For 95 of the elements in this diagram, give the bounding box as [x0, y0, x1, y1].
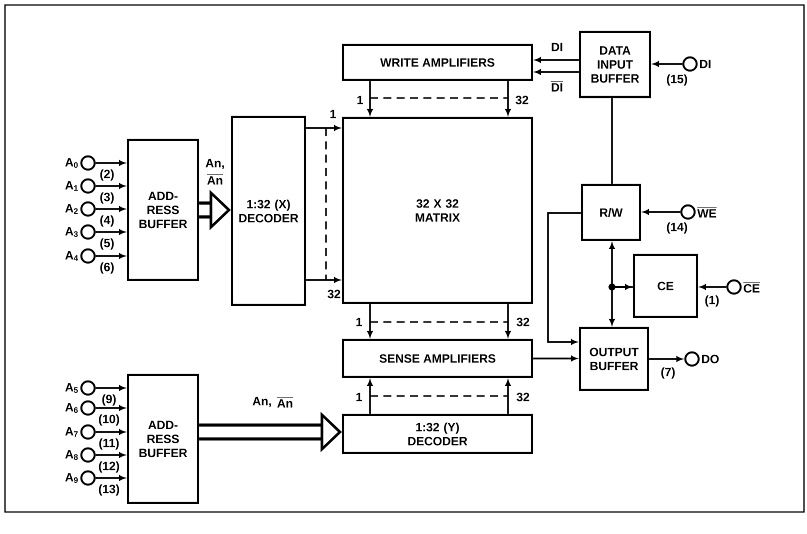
- node-label: A$_{0}$: [65, 158, 78, 168]
- pin-terminal: DI: [682, 56, 710, 72]
- pin-number: (14): [666, 222, 688, 234]
- node-label: A$_{4}$: [65, 251, 78, 261]
- pin-terminal: WE: [680, 204, 717, 220]
- control-box: CE: [632, 254, 698, 318]
- arrow: [96, 475, 125, 481]
- pin-terminal: A$_{2}$: [65, 201, 96, 217]
- edge-label: 1: [328, 108, 338, 120]
- arrow: [96, 206, 125, 212]
- arrow: [609, 286, 633, 325]
- pin-number: (11): [99, 438, 119, 450]
- control-box: R/W: [580, 184, 642, 242]
- buffer-box: DATA INPUT BUFFER: [578, 30, 652, 98]
- edge-label: An,: [251, 396, 273, 408]
- node-label: A$_{5}$: [65, 383, 78, 393]
- node-label: A$_{7}$: [65, 427, 78, 437]
- pin-number: (10): [98, 414, 120, 426]
- buffer-box: ADD- RESS BUFFER: [126, 138, 200, 282]
- pin-terminal: A$_{3}$: [65, 224, 96, 240]
- edge-label: An,: [204, 158, 226, 170]
- arrow: [535, 69, 579, 75]
- decoder-box: 1:32 (Y) DECODER: [342, 414, 534, 454]
- arrow: [306, 277, 340, 283]
- arrow: [367, 81, 373, 115]
- edge-label: 1: [354, 316, 364, 328]
- node-label: CE: [744, 284, 760, 293]
- pin-number: (2): [100, 169, 114, 181]
- pin-terminal: A$_{5}$: [65, 380, 96, 396]
- node-label: A$_{1}$: [65, 181, 78, 191]
- pin-number: (12): [98, 461, 120, 473]
- edge-label: 1: [355, 94, 365, 106]
- node-label: A$_{6}$: [65, 403, 78, 413]
- pin-number: (3): [100, 192, 114, 204]
- node-label: DI: [700, 60, 710, 68]
- edge-label: 1: [354, 392, 364, 402]
- arrow: [505, 81, 511, 115]
- pin-number: (1): [705, 295, 719, 307]
- pin-number: (7): [661, 367, 675, 379]
- edge-label: 32: [515, 316, 531, 328]
- arrow: [643, 209, 680, 215]
- arrow: [609, 243, 631, 290]
- pin-number: (9): [102, 394, 116, 406]
- pin-number: (13): [98, 484, 120, 496]
- pin-terminal: DO: [684, 351, 719, 367]
- decoder-box: 1:32 (X) DECODER: [230, 116, 306, 306]
- node-label: WE: [697, 209, 716, 218]
- pin-number: (15): [666, 74, 688, 86]
- node-label: A$_{8}$: [65, 450, 78, 460]
- arrow: [700, 284, 726, 290]
- arrow: [96, 452, 125, 458]
- node-label: A$_{3}$: [65, 227, 78, 237]
- arrow: [505, 304, 511, 337]
- arrow: [535, 57, 579, 63]
- amplifier-box: SENSE AMPLIFIERS: [342, 338, 534, 378]
- matrix-box: 32 X 32 MATRIX: [342, 116, 534, 304]
- arrow: [96, 183, 125, 189]
- edge-label: 32: [326, 288, 342, 300]
- arrow: [367, 304, 373, 337]
- pin-terminal: A$_{8}$: [65, 447, 96, 463]
- arrow: [96, 253, 125, 259]
- signal-label: An: [206, 174, 224, 184]
- pin-number: (4): [100, 215, 114, 227]
- pin-number: (5): [100, 238, 114, 250]
- arrow: [533, 356, 577, 362]
- edge-label: DI: [550, 42, 564, 52]
- arrow: [96, 429, 125, 435]
- arrow: [505, 380, 511, 414]
- node-label: A$_{9}$: [65, 473, 78, 483]
- signal-label: An: [276, 397, 294, 408]
- edge-label: 32: [514, 94, 530, 106]
- node-label: A$_{2}$: [65, 204, 78, 214]
- arrow: [653, 61, 682, 67]
- pin-terminal: A$_{4}$: [65, 248, 96, 264]
- edge-label: 32: [515, 391, 531, 403]
- amplifier-box: WRITE AMPLIFIERS: [342, 44, 534, 82]
- pin-number: (6): [100, 262, 114, 274]
- pin-terminal: CE: [726, 279, 760, 295]
- arrow: [96, 405, 125, 411]
- pin-terminal: A$_{6}$: [65, 400, 96, 416]
- pin-terminal: A$_{1}$: [65, 178, 96, 194]
- pin-terminal: A$_{0}$: [65, 155, 96, 171]
- node-label: DO: [702, 354, 719, 364]
- arrow: [367, 380, 373, 414]
- arrow: [649, 356, 682, 362]
- pin-terminal: A$_{9}$: [65, 470, 96, 486]
- arrow: [306, 125, 340, 131]
- buffer-box: ADD- RESS BUFFER: [126, 374, 200, 504]
- arrow: [547, 212, 581, 345]
- arrow: [96, 160, 125, 166]
- pin-terminal: A$_{7}$: [65, 424, 96, 440]
- arrow: [96, 229, 125, 235]
- edge-label: DI: [550, 79, 564, 93]
- buffer-box: OUTPUT BUFFER: [578, 326, 650, 392]
- arrow: [96, 385, 125, 391]
